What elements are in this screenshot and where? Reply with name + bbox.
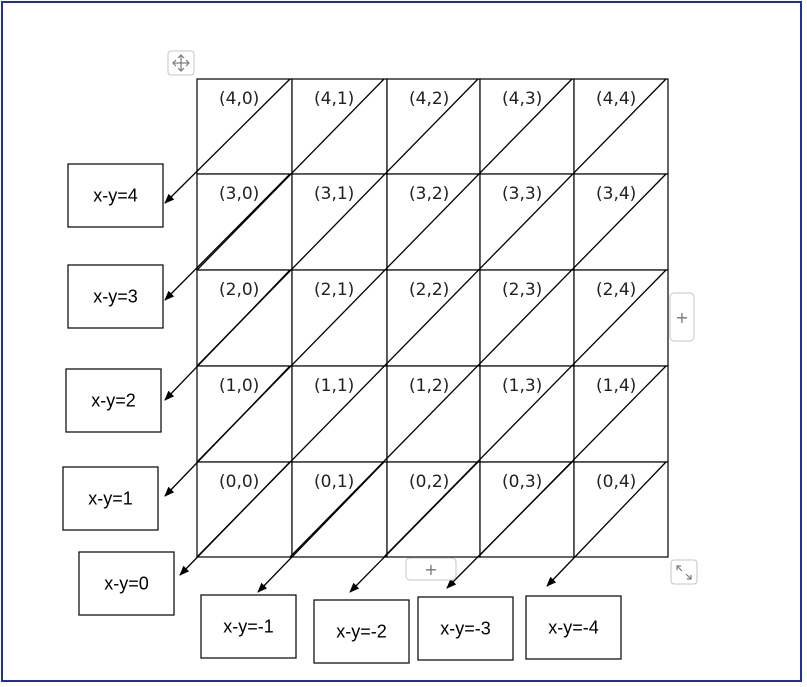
coordinate-label: (4,3) xyxy=(502,89,542,109)
coordinate-label: (4,0) xyxy=(219,89,259,109)
grid-cell[interactable]: (4,3) xyxy=(479,78,575,175)
grid-cell[interactable]: (2,1) xyxy=(291,269,388,367)
grid-cell[interactable]: (2,4) xyxy=(573,269,669,367)
coordinate-label: (2,0) xyxy=(219,280,259,300)
coordinate-label: (1,2) xyxy=(409,376,449,396)
add-row-button[interactable]: + xyxy=(405,557,457,581)
grid-cell[interactable]: (4,4) xyxy=(573,78,669,175)
table-move-handle[interactable] xyxy=(167,50,195,76)
coordinate-label: (3,4) xyxy=(596,184,636,204)
diagonal-arrow xyxy=(546,461,667,587)
coordinate-label: (2,3) xyxy=(502,280,542,300)
diagonal-label-box: x-y=-3 xyxy=(417,596,514,661)
coordinate-grid: (4,0) (4,1) (4,2) (4,3) (4,4) (3,0) (3,1) (3,2)… xyxy=(196,78,669,558)
diagonal-label-box: x-y=1 xyxy=(62,466,159,531)
diagonal-label-box: x-y=-2 xyxy=(313,599,410,664)
diagonal-label: x-y=3 xyxy=(93,287,138,307)
grid-cell[interactable]: (2,3) xyxy=(479,269,575,367)
add-column-label: + xyxy=(675,308,688,327)
grid-cell[interactable]: (1,2) xyxy=(386,365,481,463)
diagonal-label-boxes: x-y=4 x-y=3 x-y=2 x-y=1 x-y=0 x-y=-1 x-y=-2 x-y… xyxy=(62,163,622,664)
coordinate-label: (3,1) xyxy=(314,184,354,204)
diagonal-arrow xyxy=(164,269,291,401)
diagonal-label: x-y=0 xyxy=(104,574,149,594)
grid-cell[interactable]: (3,4) xyxy=(573,173,669,271)
coordinate-label: (0,2) xyxy=(409,472,449,492)
diagonal-arrow xyxy=(257,461,385,593)
grid-cell[interactable]: (3,3) xyxy=(479,173,575,271)
diagonal-label: x-y=4 xyxy=(93,186,138,206)
coordinate-label: (4,1) xyxy=(314,89,354,109)
diagonal-label: x-y=2 xyxy=(91,391,136,411)
grid-cell[interactable]: (1,3) xyxy=(479,365,575,463)
diagonal-label-box: x-y=0 xyxy=(78,551,175,616)
grid-cell[interactable]: (0,3) xyxy=(479,461,575,558)
grid-cell[interactable]: (4,1) xyxy=(291,78,388,175)
diagonal-line xyxy=(289,173,667,558)
coordinate-label: (1,0) xyxy=(219,376,259,396)
grid-cell[interactable]: (2,2) xyxy=(386,269,481,367)
coordinate-label: (2,2) xyxy=(409,280,449,300)
add-column-button[interactable]: + xyxy=(669,292,695,342)
diagonal-label: x-y=-2 xyxy=(336,622,387,642)
grid-cell[interactable]: (3,1) xyxy=(291,173,388,271)
coordinate-label: (1,4) xyxy=(596,376,636,396)
resize-icon xyxy=(676,565,692,580)
diagonal-label: x-y=-1 xyxy=(223,617,274,637)
add-row-label: + xyxy=(424,560,437,579)
move-icon xyxy=(172,54,190,72)
diagonal-label-box: x-y=-4 xyxy=(525,595,622,660)
diagonal-arrow xyxy=(446,461,573,589)
coordinate-label: (0,0) xyxy=(219,472,259,492)
coordinate-label: (0,4) xyxy=(596,472,636,492)
diagonal-label-box: x-y=2 xyxy=(65,368,162,433)
grid-cell[interactable]: (3,2) xyxy=(386,173,481,271)
diagonal-arrow xyxy=(164,173,291,301)
diagonal-lines xyxy=(164,78,667,593)
diagonal-label: x-y=1 xyxy=(88,489,133,509)
diagonal-label-box: x-y=4 xyxy=(67,163,164,228)
diagonal-arrow xyxy=(179,461,291,576)
diagonal-label: x-y=-3 xyxy=(440,619,491,639)
diagonal-label-box: x-y=-1 xyxy=(200,594,297,659)
coordinate-label: (4,2) xyxy=(409,89,449,109)
grid-cell[interactable]: (4,2) xyxy=(386,78,481,175)
table-resize-handle[interactable] xyxy=(670,559,698,585)
coordinate-label: (2,4) xyxy=(596,280,636,300)
coordinate-label: (2,1) xyxy=(314,280,354,300)
diagonal-arrow xyxy=(349,461,479,593)
grid-cell[interactable]: (4,0) xyxy=(196,78,293,175)
diagonal-line xyxy=(196,78,385,271)
coordinate-label: (3,0) xyxy=(219,184,259,204)
diagonal-label-box: x-y=3 xyxy=(67,264,164,329)
diagonal-arrow xyxy=(164,78,291,204)
diagonal-label: x-y=-4 xyxy=(548,618,599,638)
diagonal-arrow xyxy=(164,365,291,497)
grid-cell[interactable]: (1,1) xyxy=(291,365,388,463)
coordinate-label: (1,1) xyxy=(314,376,354,396)
grid-cell[interactable]: (1,4) xyxy=(573,365,669,463)
coordinate-label: (3,2) xyxy=(409,184,449,204)
coordinate-label: (4,4) xyxy=(596,89,636,109)
coordinate-label: (3,3) xyxy=(502,184,542,204)
grid-cell[interactable]: (0,2) xyxy=(386,461,481,558)
coordinate-label: (1,3) xyxy=(502,376,542,396)
coordinate-label: (0,3) xyxy=(502,472,542,492)
coordinate-label: (0,1) xyxy=(314,472,354,492)
